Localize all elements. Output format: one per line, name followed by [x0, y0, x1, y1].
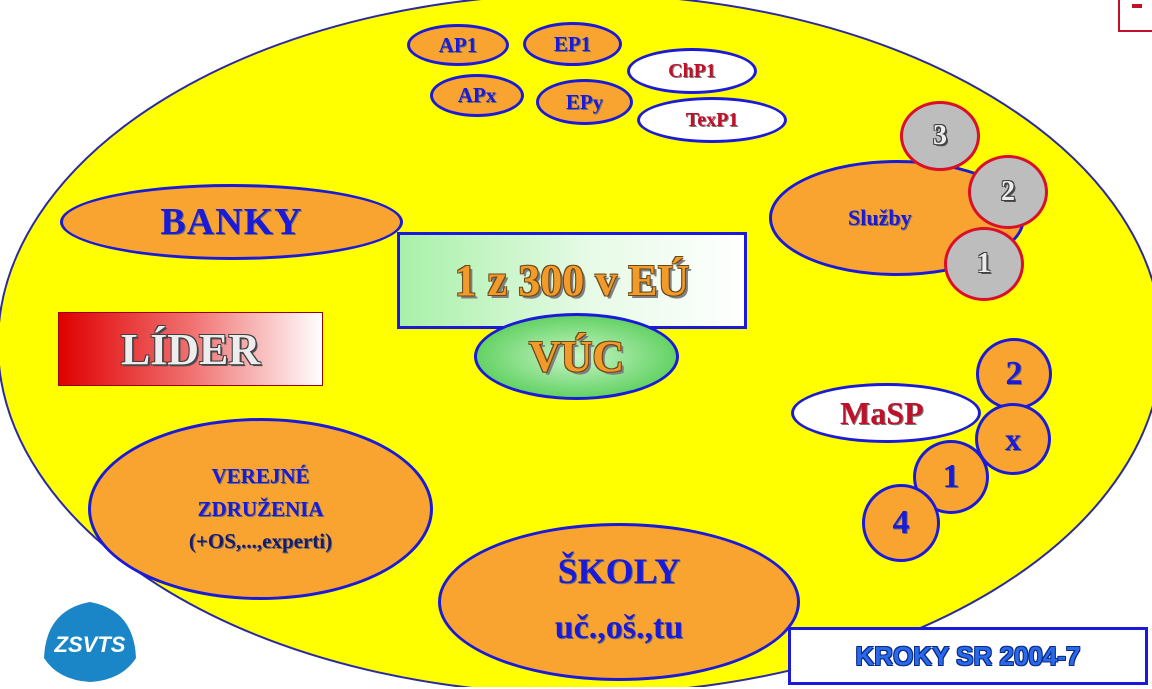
verejne-line1: VEREJNÉ [211, 464, 310, 489]
logo-text: ZSVTS [54, 632, 126, 657]
pill-ep1: EP1 [523, 22, 622, 66]
verejne-line2: ZDRUŽENIA [197, 496, 324, 521]
masp-circle-4: 4 [862, 484, 940, 562]
masp-circle-x: x [975, 403, 1051, 475]
sluzby-circle-2: 2 [968, 155, 1048, 229]
sluzby-circle-3: 3 [900, 101, 980, 171]
masp-ellipse: MaSP [791, 383, 981, 443]
vuc-ellipse: VÚC [474, 313, 679, 400]
skoly-ellipse: ŠKOLY uč.,oš.,tu [438, 523, 800, 681]
kroky-box: KROKY SR 2004-7 [788, 627, 1148, 685]
skoly-line1: ŠKOLY [557, 551, 681, 591]
masp-circle-2: 2 [976, 338, 1052, 410]
lider-box: LÍDER [58, 312, 323, 386]
skoly-line2: uč.,oš.,tu [554, 608, 684, 646]
pill-epy: EPy [536, 79, 633, 125]
corner-marker [1118, 0, 1152, 32]
zsvts-logo: ZSVTS [34, 594, 146, 684]
pill-chp1: ChP1 [627, 48, 757, 94]
pill-ap1: AP1 [407, 24, 509, 66]
verejne-line3: (+OS,...,experti) [188, 529, 333, 554]
verejne-ellipse: VEREJNÉ ZDRUŽENIA (+OS,...,experti) [88, 418, 433, 600]
banky-ellipse: BANKY [60, 184, 403, 260]
sluzby-circle-1: 1 [944, 227, 1024, 301]
pill-apx: APx [430, 74, 524, 117]
pill-texp1: TexP1 [637, 97, 787, 143]
